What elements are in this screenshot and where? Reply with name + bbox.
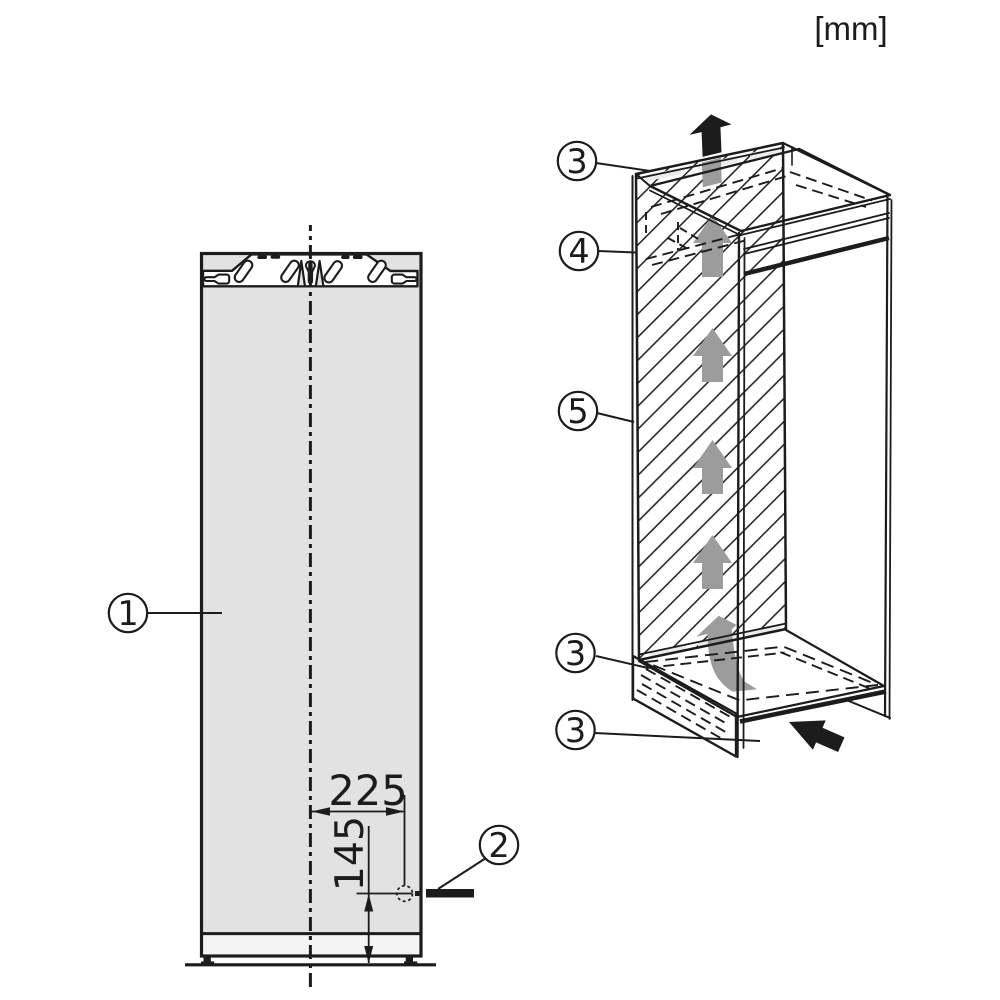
- svg-text:3: 3: [565, 711, 586, 750]
- svg-text:225: 225: [328, 766, 407, 815]
- svg-text:1: 1: [117, 594, 138, 633]
- svg-text:145: 145: [327, 816, 373, 891]
- svg-text:4: 4: [568, 232, 589, 271]
- svg-text:[mm]: [mm]: [814, 10, 887, 47]
- svg-text:3: 3: [565, 634, 586, 673]
- svg-text:2: 2: [488, 826, 509, 865]
- svg-text:3: 3: [566, 142, 587, 181]
- svg-text:5: 5: [567, 392, 588, 431]
